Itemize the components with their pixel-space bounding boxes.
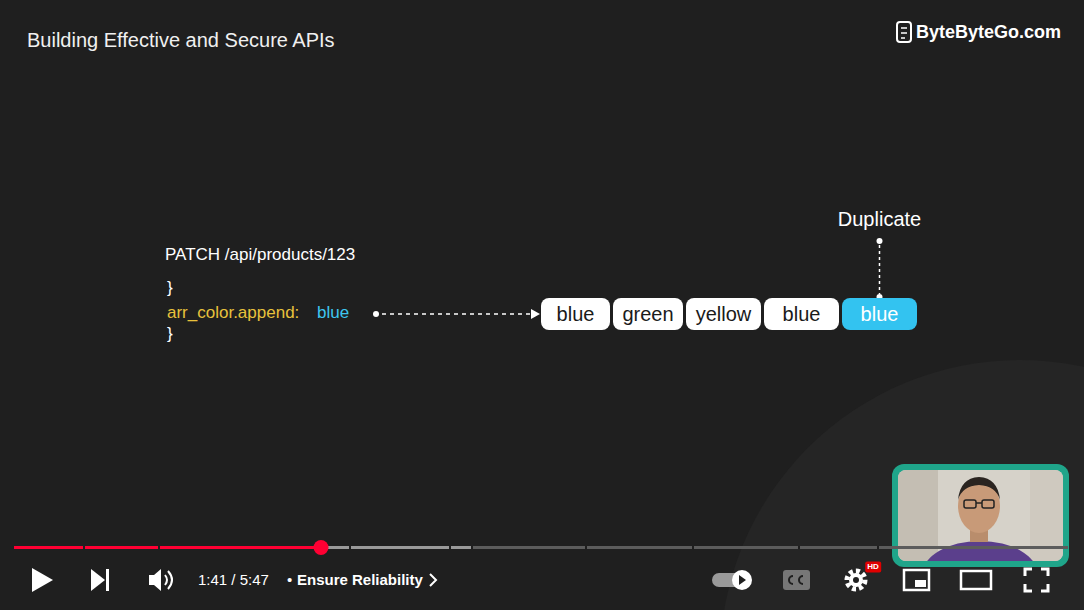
- logo-icon: [901, 28, 907, 38]
- captions-icon: [783, 570, 810, 590]
- code-value: blue: [317, 303, 349, 323]
- background-arc: [720, 360, 1084, 610]
- progress-bar: [14, 540, 1068, 555]
- leader-line: [877, 238, 883, 300]
- callout-label: Duplicate: [838, 208, 921, 231]
- code-brace: }: [167, 324, 173, 344]
- volume-icon: [149, 569, 172, 591]
- autoplay-toggle: [712, 570, 752, 590]
- chapter-title: Ensure Reliability: [297, 571, 423, 588]
- append-arrow: [373, 309, 540, 319]
- chapter-chevron: [430, 574, 436, 586]
- settings-icon: [847, 571, 865, 589]
- play-icon: [32, 568, 53, 592]
- cell-value: yellow: [696, 303, 752, 325]
- array-cell: blue: [541, 298, 610, 330]
- brand-name: ByteByteGo.com: [916, 22, 1061, 43]
- array-cell: blue: [764, 298, 839, 330]
- array-cell: yellow: [686, 298, 761, 330]
- array-cell: green: [613, 298, 683, 330]
- code-brace: }: [167, 278, 173, 298]
- theater-icon: [961, 571, 991, 589]
- time-display: 1:41 / 5:47: [198, 571, 269, 588]
- separator-dot: •: [287, 571, 292, 588]
- array-cell: blue: [842, 298, 917, 330]
- cell-value: blue: [557, 303, 595, 325]
- cell-value: blue: [783, 303, 821, 325]
- presenter-webcam: [892, 464, 1069, 609]
- cell-value: blue: [861, 303, 899, 325]
- logo-icon: [897, 22, 911, 42]
- slide-title: Building Effective and Secure APIs: [27, 29, 335, 52]
- code-key: arr_color.append:: [167, 303, 299, 323]
- hd-badge: HD: [865, 561, 881, 572]
- cell-value: green: [622, 303, 673, 325]
- next-icon: [91, 569, 109, 591]
- miniplayer-icon: [904, 570, 929, 590]
- fullscreen-icon: [1025, 569, 1048, 591]
- http-request: PATCH /api/products/123: [165, 245, 355, 265]
